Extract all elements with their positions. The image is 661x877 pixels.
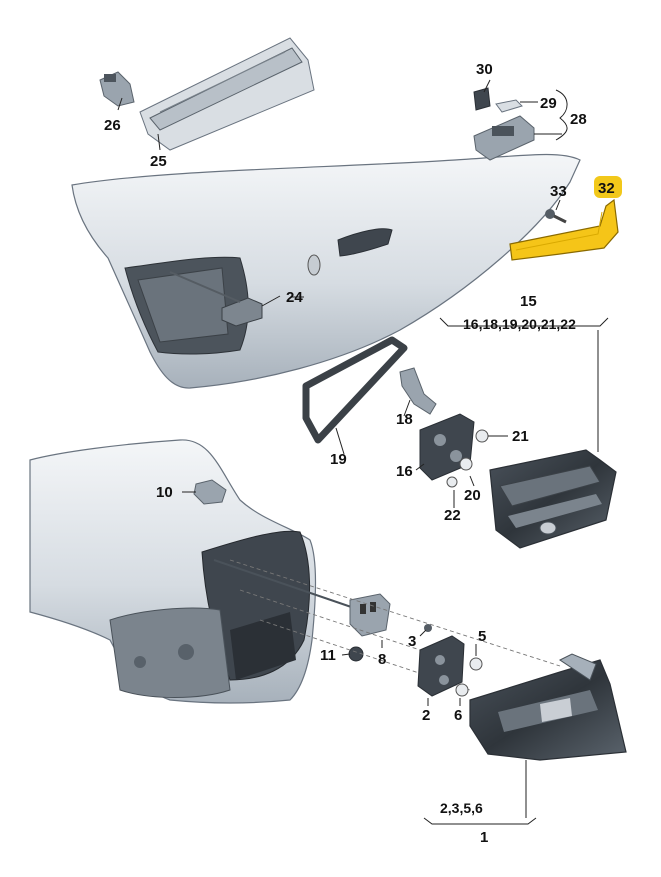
label-3: 3 xyxy=(408,633,416,650)
bulb-holder-16 xyxy=(399,367,475,481)
outer-tail-lamp xyxy=(469,653,627,761)
label-18: 18 xyxy=(396,411,413,428)
label-16: 16 xyxy=(396,463,413,480)
label-33: 33 xyxy=(550,183,567,200)
bulb-holder-2 xyxy=(417,635,465,697)
label-28: 28 xyxy=(570,111,587,128)
inner-tail-lamp xyxy=(489,449,617,549)
label-26: 26 xyxy=(104,117,121,134)
label-8: 8 xyxy=(378,651,386,668)
label-15: 15 xyxy=(520,293,537,310)
label-11: 11 xyxy=(320,647,336,664)
label-2: 2 xyxy=(422,707,430,724)
part-labels: 26 25 30 29 28 32 33 24 15 16,18,19,20,2… xyxy=(104,61,622,846)
label-24: 24 xyxy=(286,289,303,306)
group-15-members: 16,18,19,20,21,22 xyxy=(463,316,576,332)
label-32: 32 xyxy=(598,180,615,197)
label-19: 19 xyxy=(330,451,347,468)
label-10: 10 xyxy=(156,484,173,501)
reflector-32 xyxy=(509,198,619,261)
group-1-members: 2,3,5,6 xyxy=(440,800,483,816)
screw-33 xyxy=(545,209,567,224)
label-30: 30 xyxy=(476,61,493,78)
label-22: 22 xyxy=(444,507,461,524)
seal-19 xyxy=(302,336,408,444)
connector-26 xyxy=(99,71,135,107)
third-brake-light xyxy=(139,37,315,151)
label-21: 21 xyxy=(512,428,529,445)
trunk-lid xyxy=(71,153,581,389)
label-5: 5 xyxy=(478,628,486,645)
label-25: 25 xyxy=(150,153,167,170)
label-29: 29 xyxy=(540,95,557,112)
plate-lamp-assembly xyxy=(473,87,535,161)
bulbs xyxy=(446,429,489,488)
screws-3-5-6 xyxy=(424,624,483,697)
rear-quarter xyxy=(29,439,391,704)
label-20: 20 xyxy=(464,487,481,504)
label-6: 6 xyxy=(454,707,462,724)
leader-lines xyxy=(117,79,609,825)
label-1: 1 xyxy=(480,829,488,846)
highlight-badge xyxy=(594,176,622,198)
